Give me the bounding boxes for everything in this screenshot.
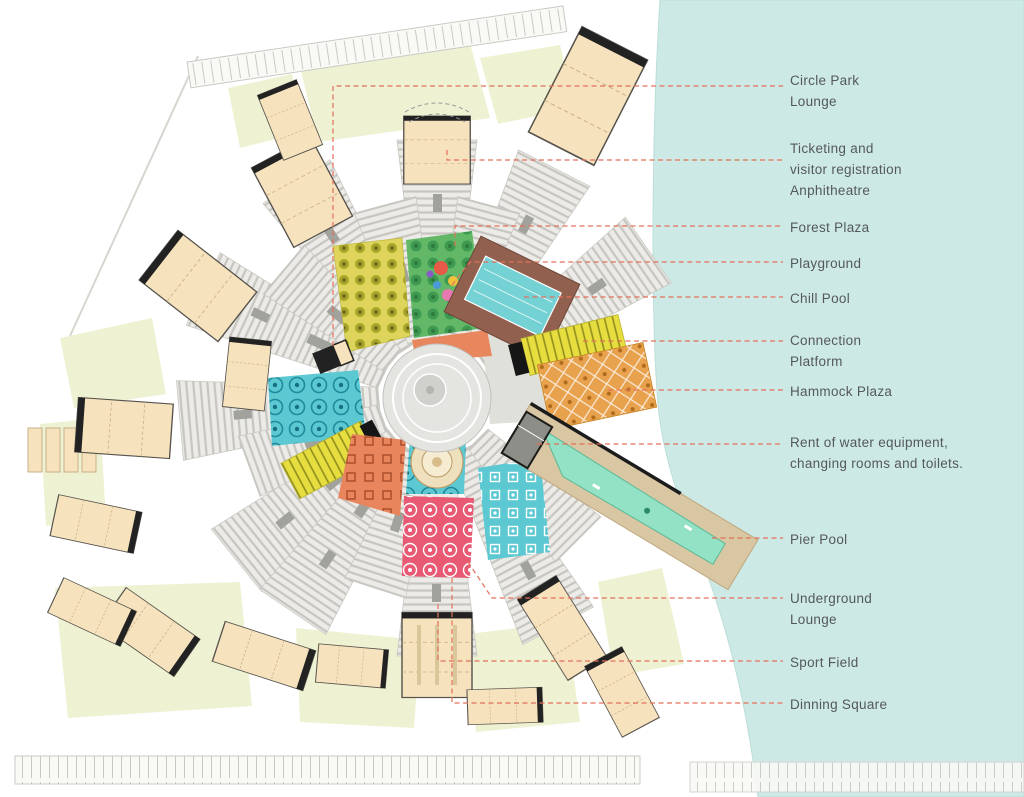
amphitheatre-arcs [404, 102, 470, 123]
circle-park-lounge-block [312, 339, 355, 374]
parking-strip-bottom [14, 755, 641, 785]
leader-lines [332, 85, 783, 704]
cyan-square-wedge [478, 458, 550, 560]
leader-ticketing [446, 150, 783, 161]
water [652, 0, 1024, 797]
leader-underground [467, 561, 783, 599]
cyan-circle-plaza-left [268, 370, 366, 446]
leader-playground [451, 261, 783, 286]
salmon-table-wedge [338, 434, 406, 516]
olive-dot-plaza [332, 237, 411, 353]
leader-circle-park-lounge [332, 85, 783, 346]
site-boundary [69, 55, 199, 337]
chill-pool-area [443, 235, 581, 361]
dining-square-area [402, 496, 474, 578]
leader-sport-field [437, 604, 783, 662]
pier-pool-area [500, 401, 759, 591]
central-plaza [382, 343, 492, 453]
leader-forest-plaza [454, 225, 783, 246]
sport-field-courts [417, 625, 457, 685]
rent-building [500, 410, 554, 470]
boardwalk-bottom-right [689, 761, 1024, 793]
hammock-plaza-area [536, 342, 658, 430]
parking-strip-top [186, 5, 568, 89]
